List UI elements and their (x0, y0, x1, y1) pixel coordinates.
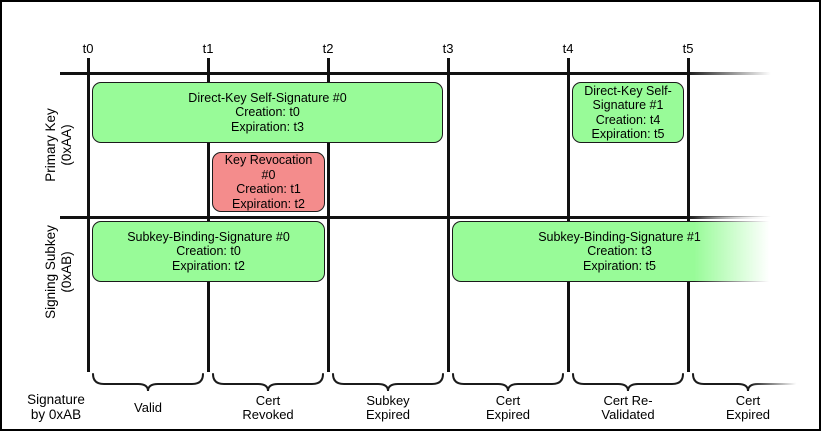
interval-label-line: Expired (365, 407, 411, 422)
fade-out-overlay-subkey-box (694, 217, 788, 286)
box-direct-key-self-signature-0: Direct-Key Self-Signature #0 Creation: t… (92, 82, 443, 143)
tick-label-t2: t2 (322, 41, 334, 56)
bottom-axis-label-signature-by-0xab: Signature by 0xAB (8, 392, 104, 422)
timeline-gridline-t0 (87, 58, 90, 372)
box-key-revocation-0: Key Revocation #0 Creation: t1 Expiratio… (212, 152, 325, 212)
interval-label-cert-expired-2: Cert Expired (688, 393, 808, 423)
interval-brace-subkey-expired (332, 373, 444, 392)
timeline-gridline-t3 (447, 58, 450, 372)
box-title: Subkey-Binding-Signature #0 (127, 229, 290, 244)
box-expiration: Expiration: t2 (172, 258, 245, 273)
interval-label-line: Subkey (366, 393, 410, 408)
interval-label-line: Cert (735, 393, 761, 408)
interval-label-valid: Valid (88, 393, 208, 423)
fade-out-overlay-last-brace (750, 369, 808, 395)
interval-label-cert-revoked: Cert Revoked (208, 393, 328, 423)
box-title: Key Revocation #0 (224, 153, 313, 182)
interval-label-cert-revalidated: Cert Re- Validated (568, 393, 688, 423)
row-label-signing-subkey-id: (0xAB) (59, 251, 74, 293)
interval-brace-cert-revoked (212, 373, 324, 392)
interval-brace-cert-revalidated (572, 373, 684, 392)
box-expiration: Expiration: t3 (231, 119, 304, 134)
signing-subkey-axis-line (60, 216, 778, 219)
tick-label-t4: t4 (562, 41, 574, 56)
box-title: Subkey-Binding-Signature #1 (538, 229, 701, 244)
interval-brace-cert-expired-1 (452, 373, 564, 392)
box-subkey-binding-signature-0: Subkey-Binding-Signature #0 Creation: t0… (92, 221, 325, 282)
tick-label-t1: t1 (202, 41, 214, 56)
row-label-signing-subkey: Signing Subkey (0xAB) (41, 197, 77, 347)
tick-label-t3: t3 (442, 41, 454, 56)
box-direct-key-self-signature-1: Direct-Key Self-Signature #1 Creation: t… (572, 82, 684, 143)
interval-label-line: Cert Re- (603, 393, 653, 408)
box-creation: Creation: t0 (235, 105, 300, 120)
interval-label-line: Validated (601, 407, 655, 422)
box-creation: Creation: t4 (595, 112, 661, 127)
axis-label-line: by 0xAB (30, 407, 82, 422)
box-creation: Creation: t1 (236, 182, 301, 196)
interval-label-cert-expired-1: Cert Expired (448, 393, 568, 423)
box-creation: Creation: t0 (176, 244, 241, 259)
interval-label-line: Cert (495, 393, 521, 408)
interval-label-line: Cert (255, 393, 281, 408)
box-expiration: Expiration: t5 (591, 127, 665, 141)
interval-label-line: Valid (134, 400, 162, 415)
interval-brace-valid (92, 373, 204, 392)
interval-label-subkey-expired: Subkey Expired (328, 393, 448, 423)
row-label-signing-subkey-name: Signing Subkey (43, 225, 58, 319)
box-creation: Creation: t3 (587, 244, 652, 259)
interval-label-line: Expired (725, 407, 771, 422)
box-expiration: Expiration: t2 (232, 196, 305, 211)
box-expiration: Expiration: t5 (583, 258, 656, 273)
axis-label-line: Signature (27, 392, 85, 407)
timeline-gridline-t5 (687, 58, 690, 372)
interval-label-line: Revoked (242, 407, 294, 422)
box-title: Direct-Key Self-Signature #0 (188, 90, 347, 105)
box-title: Direct-Key Self-Signature #1 (584, 83, 672, 113)
interval-label-line: Expired (485, 407, 531, 422)
primary-key-axis-line (60, 72, 778, 75)
timeline-gridline-t2 (327, 58, 330, 372)
timeline-gridline-t4 (567, 58, 570, 372)
tick-label-t5: t5 (682, 41, 694, 56)
tick-label-t0: t0 (82, 41, 94, 56)
timeline-gridline-t1 (207, 58, 210, 372)
